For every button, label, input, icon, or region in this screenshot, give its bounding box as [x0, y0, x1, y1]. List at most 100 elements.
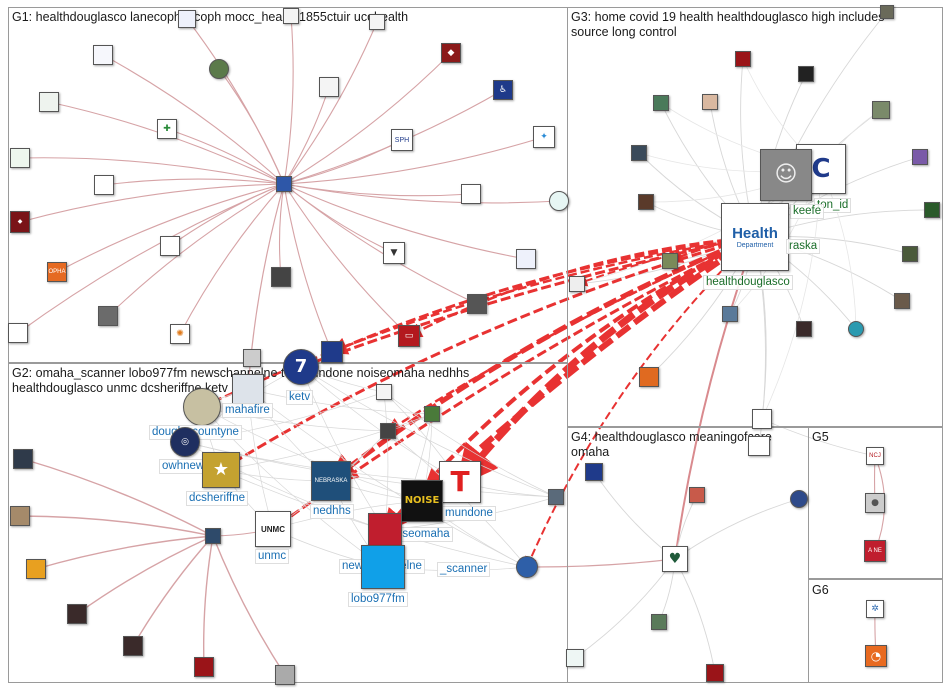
node-g1-4[interactable] — [93, 45, 113, 65]
node-g3-12[interactable] — [902, 246, 918, 262]
node-g4-7[interactable] — [706, 664, 724, 682]
node-g2-small-14[interactable] — [275, 665, 295, 685]
edge-3 — [102, 54, 285, 185]
node-g4-4[interactable]: ♥ — [662, 546, 688, 572]
node-g5-3[interactable]: A NE — [864, 540, 886, 562]
node-g1-18[interactable]: ◆ — [10, 211, 30, 233]
node-g4-1[interactable] — [585, 463, 603, 481]
node-g1-25[interactable] — [467, 294, 487, 314]
node-g1-6[interactable] — [209, 59, 229, 79]
node-g1-29[interactable] — [321, 341, 343, 363]
node-g2-small-3[interactable] — [380, 423, 396, 439]
node-g1-2[interactable] — [283, 8, 299, 24]
node-g3-14[interactable] — [894, 293, 910, 309]
node-g3-5[interactable] — [872, 101, 890, 119]
node-g3-11[interactable] — [662, 253, 678, 269]
node-g1-10[interactable]: ✚ — [157, 119, 177, 139]
node-g6-1[interactable]: ✲ — [866, 600, 884, 618]
edge-20 — [56, 183, 285, 273]
label-telemundone: mundone — [442, 506, 496, 521]
node-g1-7[interactable] — [319, 77, 339, 97]
node-g2-small-2[interactable] — [376, 384, 392, 400]
node-g1-24[interactable] — [98, 306, 118, 326]
node-g3-10[interactable] — [924, 202, 940, 218]
edge-73 — [575, 236, 756, 287]
group-g1-title: G1: healthdouglasco lanecoph jocoph mocc… — [12, 10, 409, 24]
node-g1-5[interactable]: ◆ — [441, 43, 461, 63]
label-raska: raska — [786, 239, 821, 254]
node-g6-2[interactable]: ◔ — [865, 645, 887, 667]
label-dcsheriffne: dcsheriffne — [186, 491, 249, 506]
node-g1-8[interactable]: ♿ — [493, 80, 513, 100]
node-g3-15[interactable] — [722, 306, 738, 322]
node-g1-14[interactable] — [276, 176, 292, 192]
node-g1-21[interactable] — [516, 249, 536, 269]
node-g4-3[interactable] — [790, 490, 808, 508]
node-g4-2[interactable] — [689, 487, 705, 503]
node-lobo977fm[interactable] — [361, 545, 405, 589]
node-g1-26[interactable] — [8, 323, 28, 343]
label-omaha-scanner: _scanner — [437, 562, 491, 577]
node-g3-16[interactable] — [796, 321, 812, 337]
node-g1-13[interactable] — [10, 148, 30, 168]
node-g3-4[interactable] — [702, 94, 718, 110]
label-lobo977fm: lobo977fm — [348, 592, 408, 607]
node-g3-6[interactable] — [880, 5, 894, 19]
node-g2-small-6[interactable] — [548, 489, 564, 505]
node-g1-28[interactable]: ▭ — [398, 325, 420, 347]
node-g1-11[interactable]: SPH — [391, 129, 413, 151]
node-g2-small-5[interactable] — [516, 556, 538, 578]
node-telemundone[interactable]: T — [439, 461, 481, 503]
node-g1-9[interactable] — [39, 92, 59, 112]
node-noiseomaha[interactable]: NOISE — [401, 480, 443, 522]
node-mahafire[interactable] — [232, 374, 264, 404]
node-g3-18[interactable] — [639, 367, 659, 387]
node-keefe[interactable]: ☺ — [760, 149, 812, 201]
group-g5-title: G5 — [812, 430, 829, 444]
node-unmc[interactable]: UNMC — [255, 511, 291, 547]
node-g3-20[interactable] — [748, 436, 770, 456]
node-g3-19[interactable] — [752, 409, 772, 429]
node-g3-3[interactable] — [653, 95, 669, 111]
node-g1-19[interactable] — [160, 236, 180, 256]
node-g2-small-9[interactable] — [205, 528, 221, 544]
node-owhnews[interactable]: ◎ — [170, 427, 200, 457]
node-g3-17[interactable] — [848, 321, 864, 337]
node-g1-17[interactable] — [549, 191, 569, 211]
node-g1-1[interactable] — [178, 10, 196, 28]
node-g1-22[interactable]: OPHA — [47, 262, 67, 282]
node-g2-small-1[interactable] — [243, 349, 261, 367]
node-ketv[interactable]: 7 — [283, 349, 319, 385]
node-g2-small-7[interactable] — [13, 449, 33, 469]
node-g1-27[interactable]: ✺ — [170, 324, 190, 344]
node-g3-13[interactable] — [569, 276, 585, 292]
node-newschannelne[interactable] — [368, 513, 402, 547]
node-g3-1[interactable] — [735, 51, 751, 67]
node-g2-small-11[interactable] — [67, 604, 87, 624]
node-g3-2[interactable] — [798, 66, 814, 82]
node-g1-3[interactable] — [369, 14, 385, 30]
node-g1-23[interactable] — [271, 267, 291, 287]
node-g2-small-8[interactable] — [10, 506, 30, 526]
node-g3-9[interactable] — [638, 194, 654, 210]
node-g2-small-4[interactable] — [424, 406, 440, 422]
node-g2-small-13[interactable] — [194, 657, 214, 677]
node-dcsheriffne[interactable]: ★ — [202, 452, 240, 488]
node-g2-small-10[interactable] — [26, 559, 46, 579]
node-nedhhs[interactable]: NEBRASKA — [311, 461, 351, 501]
node-g3-7[interactable] — [631, 145, 647, 161]
node-g4-6[interactable] — [566, 649, 584, 667]
node-g3-8[interactable] — [912, 149, 928, 165]
edge-27 — [283, 183, 333, 354]
node-g1-20[interactable]: ▼ — [383, 242, 405, 264]
node-g5-1[interactable]: NCJ — [866, 447, 884, 465]
node-g1-16[interactable] — [461, 184, 481, 204]
node-g4-5[interactable] — [651, 614, 667, 630]
node-g5-2[interactable]: ● — [865, 493, 885, 513]
node-g1-12[interactable]: ✦ — [533, 126, 555, 148]
node-g2-small-12[interactable] — [123, 636, 143, 656]
group-g6-box — [808, 579, 943, 683]
node-douglascountyne[interactable] — [183, 388, 221, 426]
node-g1-15[interactable] — [94, 175, 114, 195]
